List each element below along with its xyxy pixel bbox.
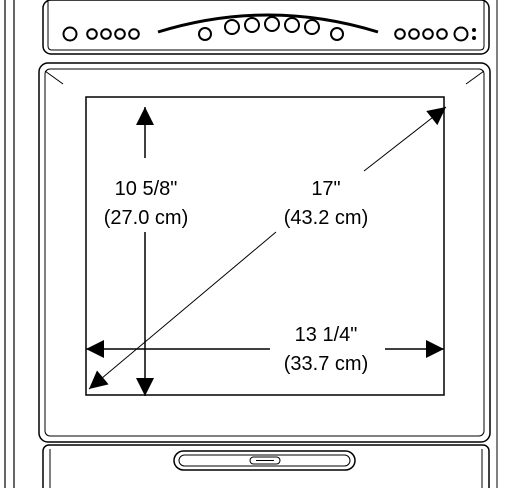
right-small-button [394,28,406,40]
width-metric: (33.7 cm) [284,353,368,375]
center-button [264,16,280,32]
left-buttons [62,26,140,42]
center-outer-button [198,27,212,41]
width-imperial: 13 1/4" [295,324,358,346]
diagonal-imperial: 17" [311,178,340,200]
height-label: 10 5/8" (27.0 cm) [104,178,188,229]
left-small-button [114,28,126,40]
diagonal-label: 17" (43.2 cm) [284,178,368,229]
left-small-button [100,28,112,40]
left-large-button [62,26,78,42]
right-small-button [436,28,448,40]
screen-area [85,96,445,396]
bottom-panel [42,444,490,488]
device-left-edge [4,0,15,488]
display-bezel [38,62,491,443]
left-small-button [86,28,98,40]
handle-slot-inner [178,454,351,467]
right-buttons [394,26,469,42]
center-button [244,17,260,33]
right-small-button [408,28,420,40]
power-button [453,26,469,42]
center-buttons [198,16,344,41]
center-button [284,17,300,33]
width-label: 13 1/4" (33.7 cm) [284,324,368,375]
top-control-panel [42,0,490,55]
diagonal-dimension-arrow [88,106,447,390]
height-imperial: 10 5/8" [115,178,178,200]
right-small-button [422,28,434,40]
indicator-dots [472,28,476,40]
left-small-button [128,28,140,40]
height-metric: (27.0 cm) [104,207,188,229]
center-outer-button [330,27,344,41]
center-button [304,19,320,35]
center-arc [157,13,379,34]
diagonal-metric: (43.2 cm) [284,207,368,229]
center-button [224,19,240,35]
